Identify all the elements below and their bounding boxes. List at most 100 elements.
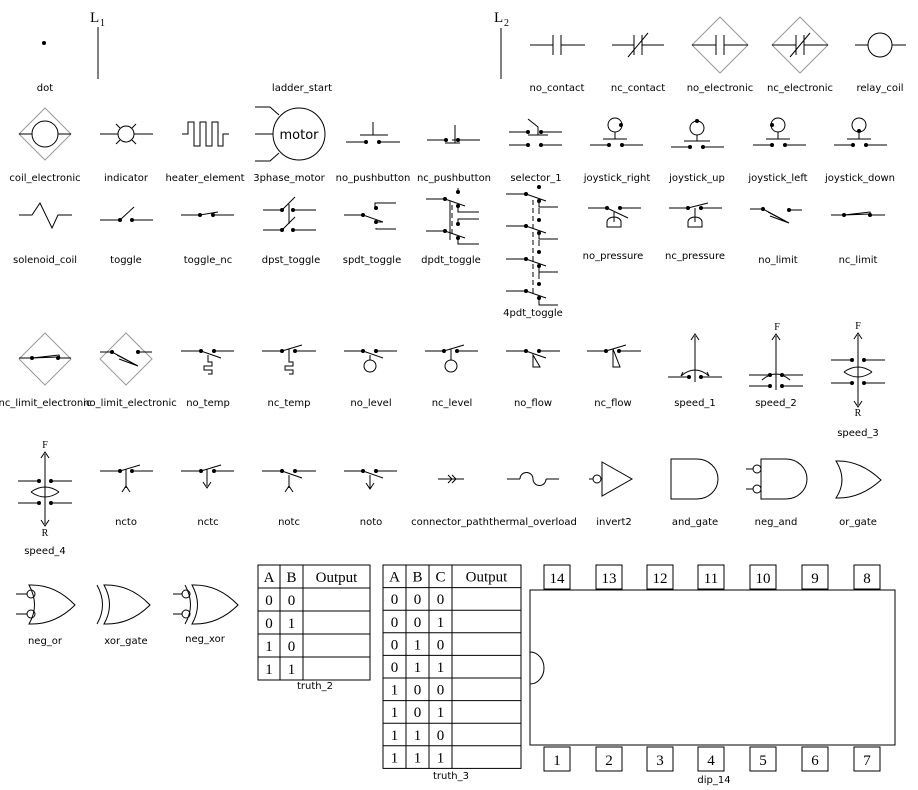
table-cell: 1 [414, 750, 422, 766]
no-limit-electronic-symbol [99, 332, 153, 386]
dip-pin-number: 5 [759, 753, 767, 769]
label-ladder-start: ladder_start [272, 83, 332, 94]
neg-xor-symbol [173, 584, 239, 625]
label-nc-pressure: nc_pressure [665, 251, 725, 262]
table-cell: 1 [288, 662, 296, 678]
label-nc-limit-electronic: nc_limit_electronic [0, 398, 91, 409]
label-connector-path: connector_path [411, 517, 489, 528]
label-neg-or: neg_or [28, 636, 63, 647]
label-no-limit: no_limit [758, 255, 798, 266]
and-gate-symbol [670, 458, 719, 500]
indicator-symbol [100, 123, 153, 145]
label-neg-and: neg_and [755, 517, 798, 528]
label-coil-electronic: coil_electronic [9, 173, 80, 184]
table-cell: 0 [414, 615, 422, 631]
label-nc-pushbutton: nc_pushbutton [417, 173, 491, 184]
table-cell: 0 [391, 660, 399, 676]
rail-l2: L [494, 10, 503, 26]
table-header-cell: C [435, 570, 445, 586]
4pdt-toggle-symbol [506, 185, 558, 306]
selector-1-symbol [509, 118, 562, 147]
speed-3-forward-mark: F [855, 321, 861, 332]
table-cell: 0 [437, 683, 445, 699]
no-electronic-symbol [691, 16, 749, 74]
label-no-flow: no_flow [514, 398, 552, 409]
table-header-cell: A [264, 570, 275, 586]
dip-pin-top [853, 564, 881, 590]
label-speed-1: speed_1 [674, 398, 716, 409]
table-cell: 0 [391, 592, 399, 608]
neg-and-symbol [746, 458, 808, 500]
rail-l1-sub: 1 [100, 18, 105, 29]
label-nctc: nctc [197, 517, 218, 528]
nc-pressure-symbol [669, 202, 722, 228]
label-truth-3: truth_3 [433, 771, 469, 782]
dip-pin-top [749, 564, 777, 590]
speed-4-forward-mark: F [42, 440, 48, 451]
table-cell: 1 [437, 705, 445, 721]
nc-flow-symbol [587, 344, 641, 368]
dip-pin-number: 10 [756, 571, 771, 587]
label-thermal-overload: thermal_overload [489, 517, 577, 528]
table-cell: 1 [391, 728, 399, 744]
label-no-level: no_level [350, 398, 391, 409]
nc-pushbutton-symbol [427, 125, 480, 144]
nc-temp-symbol [262, 344, 316, 375]
table-cell: 0 [414, 592, 422, 608]
speed-2-forward-mark: F [774, 322, 780, 333]
dpst-toggle-symbol [263, 196, 316, 232]
speed-2-symbol: F [749, 322, 803, 390]
label-toggle-nc: toggle_nc [184, 255, 233, 266]
label-speed-2: speed_2 [755, 398, 797, 409]
table-cell: 0 [437, 728, 445, 744]
table-cell: 0 [288, 639, 296, 655]
rail-l1: L [90, 10, 99, 26]
table-cell: 1 [414, 637, 422, 653]
label-heater-element: heater_element [165, 173, 244, 184]
no-limit-symbol [750, 207, 802, 224]
dip-notch [529, 651, 545, 685]
dip-pin-number: 11 [704, 571, 718, 587]
table-cell: 1 [437, 615, 445, 631]
no-temp-symbol [181, 349, 234, 375]
nc-limit-electronic-symbol [18, 332, 72, 386]
table-header-cell: B [412, 570, 422, 586]
heater-element-symbol [182, 121, 229, 147]
dip-body [529, 589, 896, 746]
table-cell: 1 [391, 705, 399, 721]
joystick-down-symbol [834, 117, 887, 147]
dip-pin-top [595, 564, 623, 590]
relay-coil-symbol [855, 32, 906, 58]
xor-gate-symbol [96, 584, 151, 625]
label-no-pressure: no_pressure [583, 251, 644, 262]
nc-electronic-symbol [771, 16, 829, 74]
table-cell: 0 [288, 593, 296, 609]
table-cell: 0 [414, 705, 422, 721]
label-joystick-left: joystick_left [747, 173, 807, 184]
label-dot: dot [37, 83, 53, 94]
table-header-cell: Output [316, 570, 359, 586]
coil-electronic-symbol [18, 107, 72, 161]
dip-pin-number: 7 [863, 753, 871, 769]
label-nc-limit: nc_limit [839, 255, 878, 266]
label-joystick-up: joystick_up [668, 173, 725, 184]
speed-3-symbol: F R [831, 321, 885, 419]
table-cell: 1 [437, 750, 445, 766]
table-cell: 0 [265, 593, 273, 609]
table-header-cell: A [389, 570, 400, 586]
speed-4-symbol: F R [18, 440, 72, 539]
label-speed-3: speed_3 [837, 428, 879, 439]
label-nc-electronic: nc_electronic [767, 83, 833, 94]
label-no-temp: no_temp [186, 398, 230, 409]
motor-text: motor [279, 128, 319, 143]
connector-path-symbol [438, 474, 464, 484]
joystick-up-symbol [671, 119, 724, 149]
label-and-gate: and_gate [672, 517, 718, 528]
dip-pin-number: 3 [656, 753, 664, 769]
label-or-gate: or_gate [839, 517, 877, 528]
table-border [257, 564, 371, 681]
dip-pin-number: 2 [605, 753, 613, 769]
